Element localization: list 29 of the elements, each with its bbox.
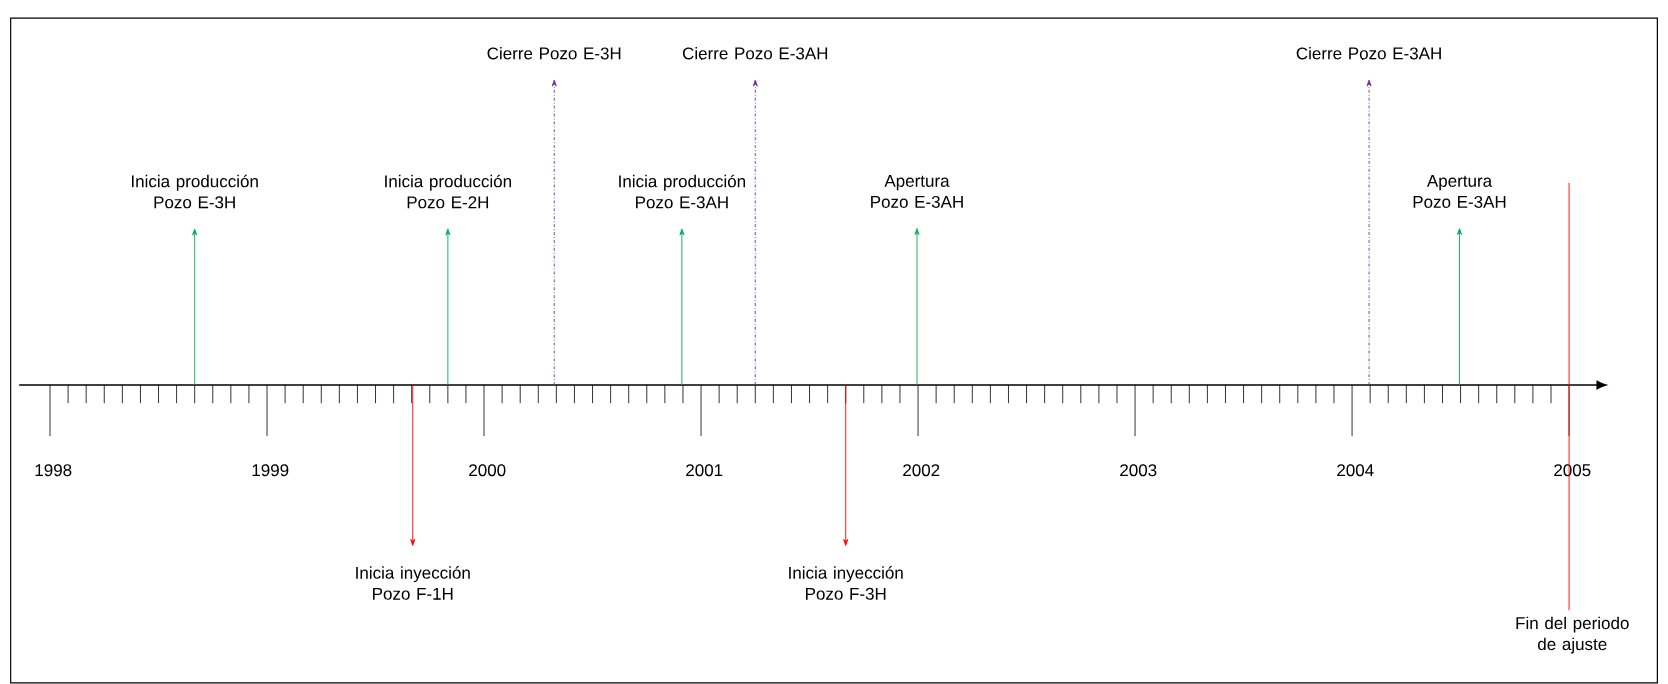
arrow: [843, 384, 849, 546]
arrow: [192, 228, 198, 386]
arrow: [551, 79, 557, 386]
event-label: Apertura Pozo E-3AH: [1413, 175, 1506, 208]
year-label: 2005: [1554, 464, 1591, 477]
year-label: 1998: [35, 464, 72, 477]
arrow: [914, 228, 920, 386]
arrow: [679, 228, 685, 386]
arrow: [410, 384, 416, 546]
year-label: 2002: [903, 464, 940, 477]
event-label: Cierre Pozo E-3AH: [1296, 46, 1441, 60]
year-label: 1999: [252, 464, 289, 477]
event-label: Cierre Pozo E-3H: [487, 46, 621, 60]
event-label: Inicia producción Pozo E-3H: [132, 174, 258, 209]
arrow: [1366, 79, 1372, 386]
arrow: [1457, 228, 1462, 386]
arrow: [752, 79, 758, 386]
event-label: Inicia inyección Pozo F-1H: [356, 566, 470, 600]
event-label: Inicia inyección Pozo F-3H: [789, 566, 903, 600]
year-label: 2004: [1337, 464, 1374, 477]
year-label: 2003: [1120, 464, 1157, 477]
event-label: Inicia producción Pozo E-3AH: [619, 174, 745, 209]
event-label: Fin del periodo de ajuste: [1516, 616, 1629, 654]
year-label: 2000: [469, 464, 506, 477]
event-label: Inicia producción Pozo E-2H: [385, 174, 511, 209]
year-label: 2001: [686, 464, 723, 477]
arrow: [445, 228, 451, 386]
event-label: Cierre Pozo E-3AH: [682, 46, 828, 60]
event-label: Apertura Pozo E-3AH: [871, 175, 963, 208]
